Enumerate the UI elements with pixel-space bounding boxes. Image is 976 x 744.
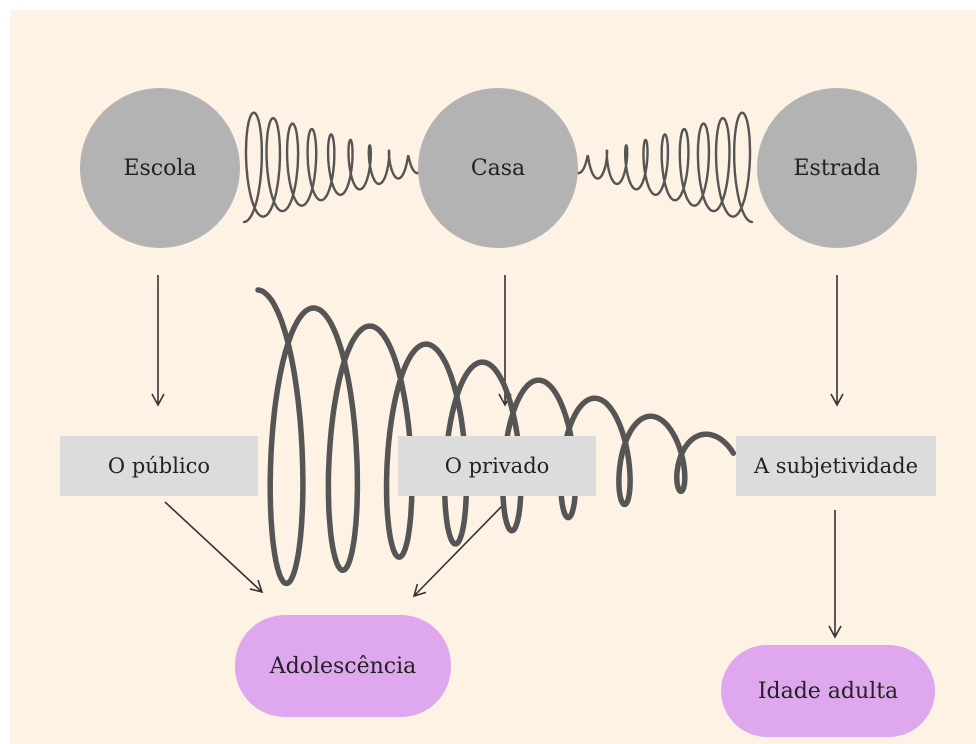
arrow-publico-adolescencia: [165, 502, 262, 592]
node-idade-adulta: Idade adulta: [721, 645, 935, 737]
node-idade-adulta-label: Idade adulta: [758, 679, 898, 704]
node-publico: O público: [60, 436, 258, 496]
node-casa: Casa: [418, 88, 578, 248]
node-estrada-label: Estrada: [793, 156, 880, 181]
spring-escola-casa: [244, 113, 418, 222]
node-subjetividade-label: A subjetividade: [754, 454, 918, 478]
node-privado-label: O privado: [445, 454, 550, 478]
node-subjetividade: A subjetividade: [736, 436, 936, 496]
node-adolescencia: Adolescência: [235, 615, 451, 717]
node-casa-label: Casa: [471, 156, 525, 181]
arrow-privado-adolescencia: [414, 503, 505, 596]
node-publico-label: O público: [108, 454, 210, 478]
node-estrada: Estrada: [757, 88, 917, 248]
spring-casa-estrada: [578, 113, 752, 222]
node-privado: O privado: [398, 436, 596, 496]
node-adolescencia-label: Adolescência: [270, 654, 417, 679]
node-escola: Escola: [80, 88, 240, 248]
node-escola-label: Escola: [123, 156, 196, 181]
